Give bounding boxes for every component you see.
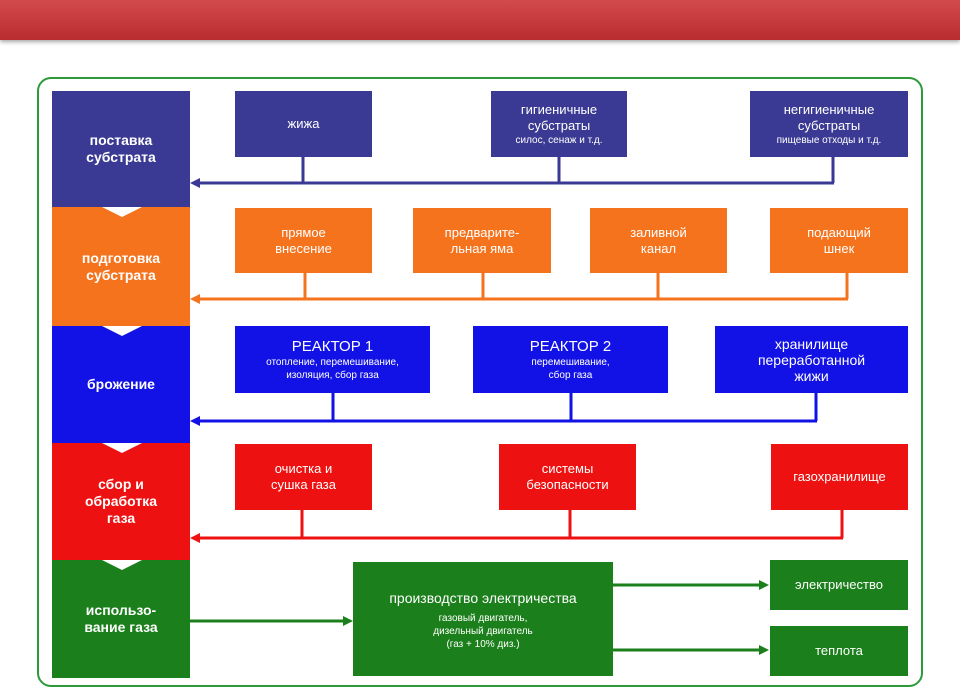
box-digestate-storage: хранилище переработанной жижи <box>715 326 908 393</box>
box-label: жижа <box>287 116 320 131</box>
stage-notch <box>102 326 142 336</box>
box-label: газохранилище <box>793 469 886 484</box>
header-bar <box>0 0 960 40</box>
box-label: теплота <box>815 643 863 658</box>
box-label: РЕАКТОР 2 <box>529 337 612 355</box>
stage-notch <box>102 207 142 217</box>
box-gas-holder: газохранилище <box>771 444 908 510</box>
use-connectors <box>190 580 769 655</box>
stage-prep: подготовка субстрата <box>52 207 190 326</box>
box-label: РЕАКТОР 1 <box>291 337 374 355</box>
box-hygienic-substrates: гигиеничные субстраты силос, сенаж и т.д… <box>491 91 627 157</box>
box-label: гигиеничные субстраты <box>520 101 598 133</box>
box-label: прямое внесение <box>275 224 332 256</box>
box-sublabel: перемешивание, сбор газа <box>531 356 610 381</box>
diagram-frame <box>37 77 923 687</box>
box-label: очистка и сушка газа <box>271 461 336 492</box>
box-electricity-production: производство электричества газовый двига… <box>353 562 613 676</box>
box-label: подающий шнек <box>807 224 871 256</box>
box-gas-cleaning: очистка и сушка газа <box>235 444 372 510</box>
box-label: предварите- льная яма <box>444 224 520 256</box>
box-zhizha: жижа <box>235 91 372 157</box>
box-sublabel: газовый двигатель, дизельный двигатель (… <box>433 612 533 650</box>
box-direct-input: прямое внесение <box>235 208 372 273</box>
box-pre-pit: предварите- льная яма <box>413 208 551 273</box>
box-nonhygienic-substrates: негигиеничные субстраты пищевые отходы и… <box>750 91 908 157</box>
stage-notch <box>102 443 142 453</box>
box-sublabel: отопление, перемешивание, изоляция, сбор… <box>266 356 399 381</box>
ferment-connectors <box>190 393 818 426</box>
stage-use: использо- вание газа <box>52 560 190 678</box>
box-label: хранилище переработанной жижи <box>757 335 866 384</box>
box-sublabel: силос, сенаж и т.д. <box>515 134 603 146</box>
prep-connectors <box>190 273 849 304</box>
box-fill-channel: заливной канал <box>590 208 727 273</box>
box-label: системы безопасности <box>526 461 609 492</box>
stage-ferment: брожение <box>52 326 190 443</box>
gas-connectors <box>190 510 844 543</box>
box-electricity: электричество <box>770 560 908 610</box>
box-reactor-2: РЕАКТОР 2 перемешивание, сбор газа <box>473 326 668 393</box>
box-feed-screw: подающий шнек <box>770 208 908 273</box>
box-label: заливной канал <box>630 224 687 256</box>
stage-gas: сбор и обработка газа <box>52 443 190 560</box>
box-reactor-1: РЕАКТОР 1 отопление, перемешивание, изол… <box>235 326 430 393</box>
stage-supply: поставка субстрата <box>52 91 190 207</box>
supply-connectors <box>190 157 835 188</box>
box-sublabel: пищевые отходы и т.д. <box>776 134 882 146</box>
box-label: производство электричества <box>389 589 577 606</box>
box-label: негигиеничные субстраты <box>783 101 875 133</box>
box-safety-systems: системы безопасности <box>499 444 636 510</box>
box-label: электричество <box>795 577 883 592</box>
stage-notch <box>102 560 142 570</box>
box-heat: теплота <box>770 626 908 676</box>
